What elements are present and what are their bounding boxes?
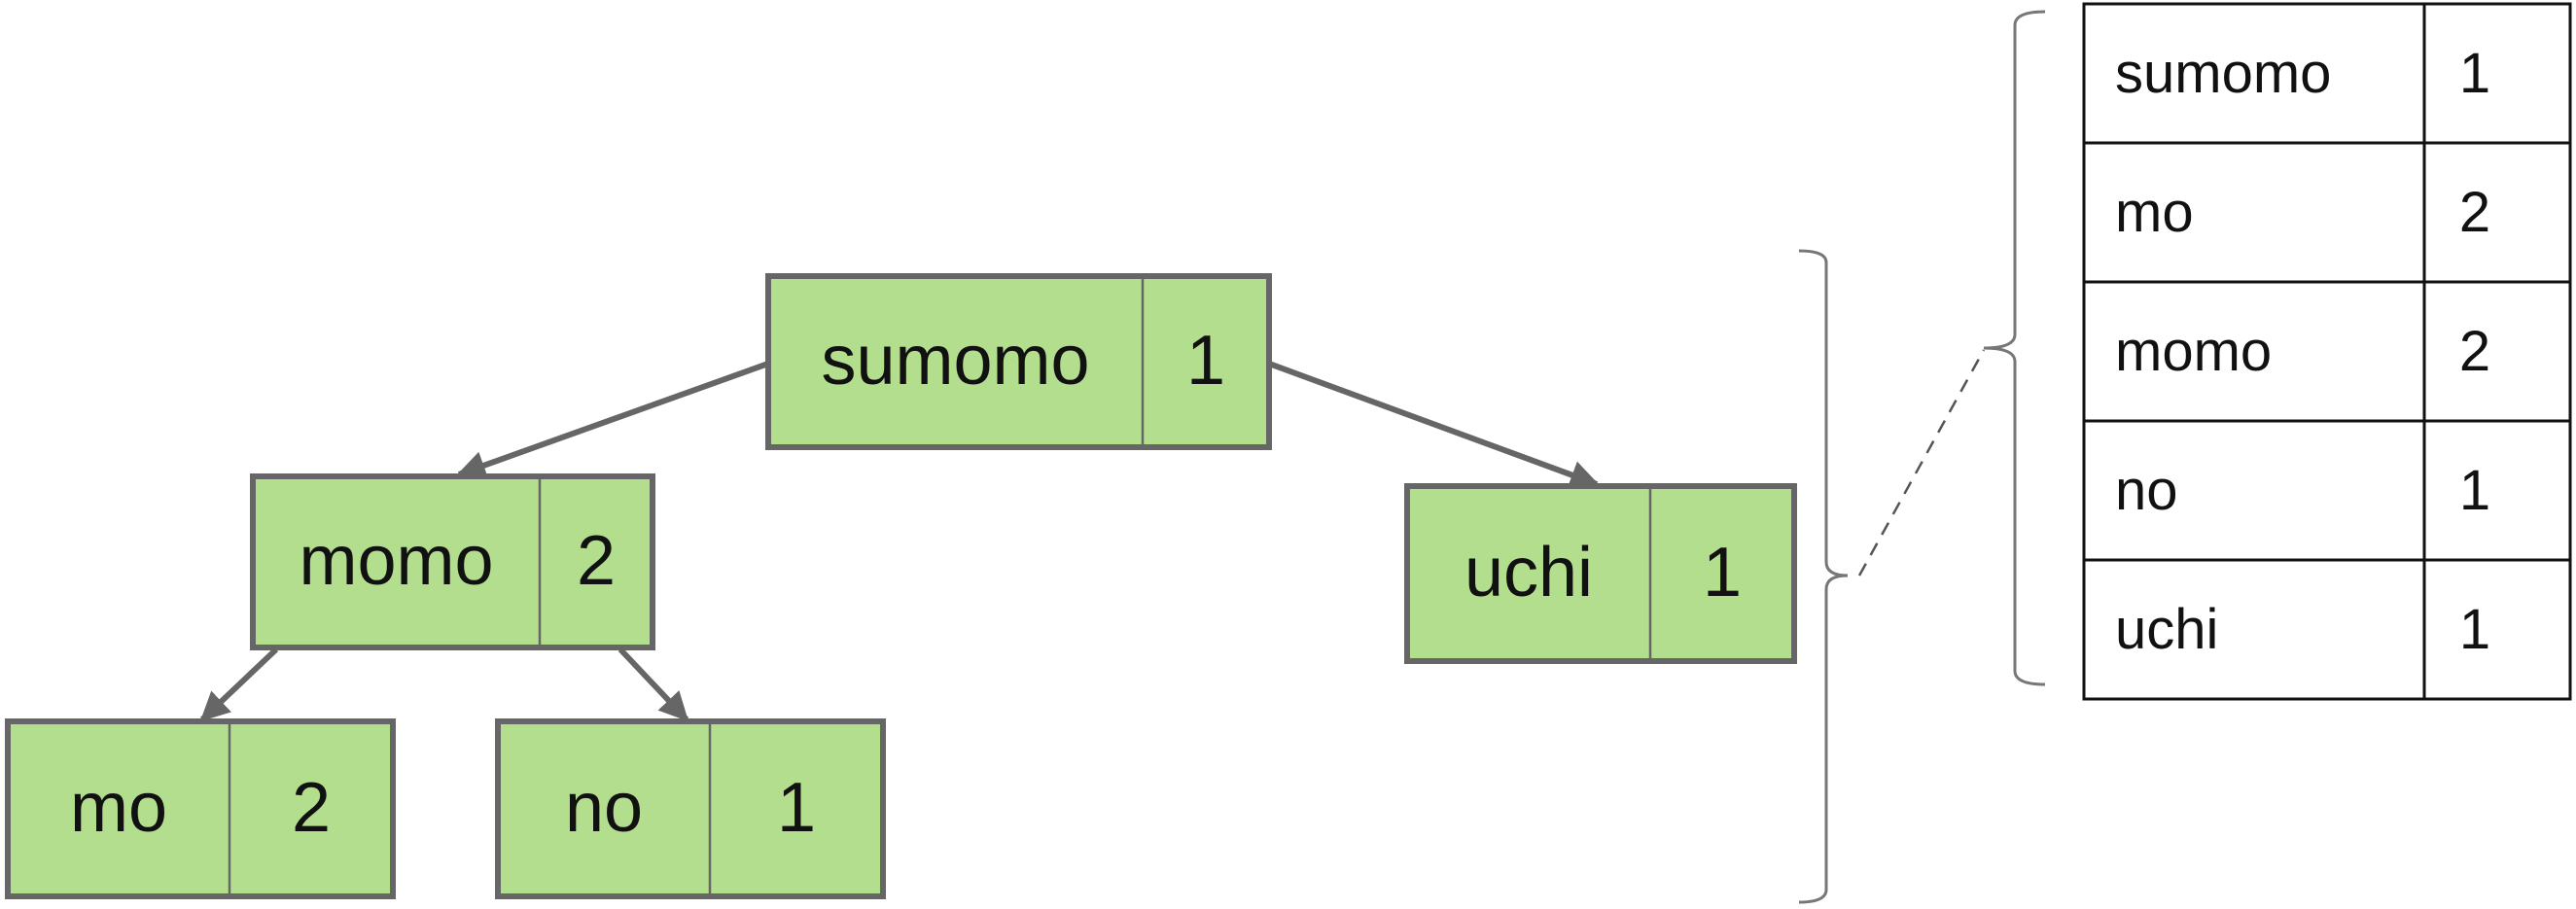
node-key-label: momo [299, 522, 493, 600]
node-key-label: mo [70, 769, 167, 847]
table-count-label: 2 [2459, 320, 2490, 383]
node-box [5, 718, 396, 899]
table-row: no 1 [2082, 419, 2572, 562]
table-count-cell [2422, 558, 2572, 701]
node-key-label: uchi [1464, 534, 1593, 612]
node-box [250, 473, 655, 650]
table-count-cell [2422, 419, 2572, 562]
node-count-label: 1 [777, 769, 816, 847]
node-key-label: no [565, 769, 643, 847]
edge-momo-to-mo [199, 647, 279, 722]
node-box [495, 718, 886, 899]
tree-node-uchi: uchi 1 [1404, 483, 1797, 664]
table-key-cell [2082, 280, 2426, 423]
table-count-label: 1 [2459, 598, 2490, 661]
tree-edges [199, 361, 1600, 722]
node-count-label: 1 [1186, 322, 1225, 400]
mapping-connector [1857, 349, 1986, 577]
tree-nodes: sumomo 1 momo 2 uchi 1 mo 2 no 1 [5, 273, 1797, 899]
node-count-label: 1 [1703, 534, 1742, 612]
node-box [765, 273, 1272, 450]
node-box [1404, 483, 1797, 664]
table-count-cell [2422, 2, 2572, 145]
edge-momo-to-no [618, 647, 689, 722]
table-row: uchi 1 [2082, 558, 2572, 701]
table-key-label: no [2115, 459, 2178, 522]
table-group-brace [1983, 10, 2046, 686]
table-key-label: momo [2115, 320, 2272, 383]
table-row: sumomo 1 [2082, 2, 2572, 145]
tree-node-sumomo: sumomo 1 [765, 273, 1272, 450]
table-key-cell [2082, 419, 2426, 562]
tree-group-brace [1798, 249, 1849, 904]
table-key-label: sumomo [2115, 42, 2331, 105]
node-count-label: 2 [577, 522, 616, 600]
table-row: mo 2 [2082, 141, 2572, 284]
table-count-cell [2422, 141, 2572, 284]
table-row: momo 2 [2082, 280, 2572, 423]
table-key-label: uchi [2115, 598, 2218, 661]
tree-node-mo: mo 2 [5, 718, 396, 899]
edge-sumomo-to-momo [456, 361, 770, 480]
edge-sumomo-to-uchi [1267, 361, 1600, 489]
table-key-cell [2082, 558, 2426, 701]
table-count-label: 1 [2459, 42, 2490, 105]
tree-node-no: no 1 [495, 718, 886, 899]
frequency-table: sumomo 1 mo 2 momo 2 no 1 uchi 1 [2082, 2, 2572, 701]
table-count-cell [2422, 280, 2572, 423]
table-count-label: 2 [2459, 181, 2490, 244]
table-key-label: mo [2115, 181, 2194, 244]
node-key-label: sumomo [821, 322, 1089, 400]
node-count-label: 2 [292, 769, 331, 847]
tree-node-momo: momo 2 [250, 473, 655, 650]
table-count-label: 1 [2459, 459, 2490, 522]
